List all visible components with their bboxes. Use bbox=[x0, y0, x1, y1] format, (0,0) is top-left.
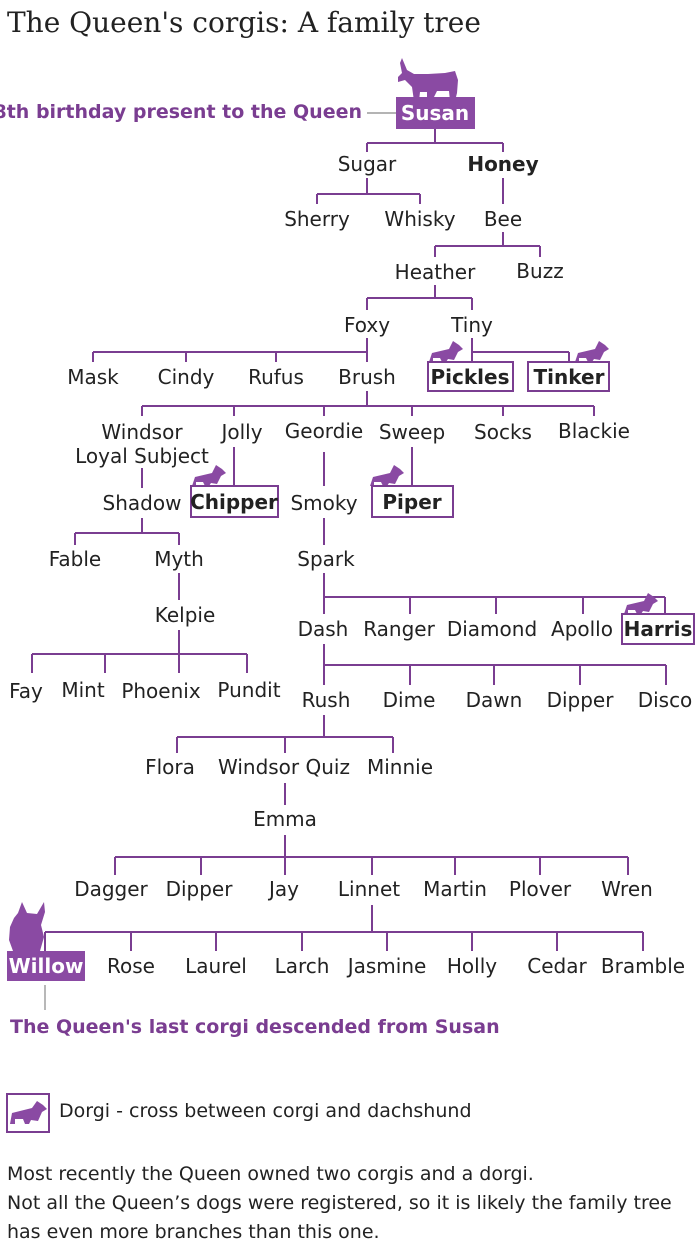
legend-dorgi-swatch bbox=[6, 1093, 50, 1133]
dog-name-fable: Fable bbox=[49, 547, 101, 571]
corgi-icon bbox=[9, 902, 45, 951]
dorgi-icon bbox=[10, 1101, 47, 1124]
dog-name-foxy: Foxy bbox=[344, 313, 390, 337]
tree-connectors bbox=[31, 112, 667, 1010]
dog-name-sherry: Sherry bbox=[284, 207, 350, 231]
dog-name-linnet: Linnet bbox=[338, 877, 400, 901]
dog-name-windsor: Windsor bbox=[101, 420, 183, 444]
dog-name-geordie: Geordie bbox=[285, 419, 363, 443]
dog-name-phoenix: Phoenix bbox=[121, 679, 201, 703]
dog-name-cedar: Cedar bbox=[527, 954, 587, 978]
dorgi-icon bbox=[370, 465, 404, 486]
dog-name-piper: Piper bbox=[382, 490, 441, 514]
dog-name-rose: Rose bbox=[107, 954, 155, 978]
corgi-icon bbox=[398, 58, 458, 101]
dog-name-minnie: Minnie bbox=[367, 755, 433, 779]
harris-box bbox=[621, 613, 695, 645]
page-title: The Queen's corgis: A family tree bbox=[7, 6, 481, 39]
dog-name-bee: Bee bbox=[484, 207, 522, 231]
dog-name-dash: Dash bbox=[298, 617, 349, 641]
dorgi-icon bbox=[575, 341, 609, 362]
dog-name-whisky: Whisky bbox=[384, 207, 455, 231]
dog-name-tinker: Tinker bbox=[534, 365, 605, 389]
dog-name-pickles: Pickles bbox=[431, 365, 510, 389]
tinker-box bbox=[527, 361, 610, 392]
dog-name-jay: Jay bbox=[267, 877, 299, 901]
dog-name-diamond: Diamond bbox=[447, 617, 537, 641]
dog-name-dipper-2: Dipper bbox=[166, 877, 234, 901]
dog-name-smoky: Smoky bbox=[290, 491, 357, 515]
willow-box bbox=[7, 951, 85, 981]
dog-name-myth: Myth bbox=[154, 547, 204, 571]
dog-name-honey: Honey bbox=[467, 152, 538, 176]
dog-name-dime: Dime bbox=[383, 688, 436, 712]
dog-name-rufus: Rufus bbox=[248, 365, 304, 389]
dog-name-sugar: Sugar bbox=[338, 152, 397, 176]
pickles-box bbox=[427, 361, 514, 392]
dog-name-plover: Plover bbox=[509, 877, 572, 901]
dog-name-jolly: Jolly bbox=[219, 420, 262, 444]
dog-name-windsor-quiz: Windsor Quiz bbox=[218, 755, 350, 779]
dog-name-cindy: Cindy bbox=[158, 365, 215, 389]
footnote-line-1: Most recently the Queen owned two corgis… bbox=[7, 1163, 534, 1185]
dog-name-socks: Socks bbox=[474, 420, 532, 444]
dog-name-apollo: Apollo bbox=[551, 617, 613, 641]
dog-name-willow: Willow bbox=[9, 954, 84, 978]
dog-name-mint: Mint bbox=[61, 678, 104, 702]
dorgi-icon bbox=[192, 465, 226, 486]
dog-name-pundit: Pundit bbox=[217, 678, 280, 702]
dog-name-rush: Rush bbox=[302, 688, 351, 712]
dog-name-buzz: Buzz bbox=[516, 259, 563, 283]
dorgi-icon bbox=[624, 593, 658, 614]
dog-name-laurel: Laurel bbox=[185, 954, 247, 978]
dog-name-ranger: Ranger bbox=[363, 617, 435, 641]
legend-dorgi-label: Dorgi - cross between corgi and dachshun… bbox=[59, 1100, 472, 1122]
dog-name-disco: Disco bbox=[638, 688, 693, 712]
dog-name-wren: Wren bbox=[601, 877, 653, 901]
dog-name-dawn: Dawn bbox=[466, 688, 523, 712]
dog-name-kelpie: Kelpie bbox=[155, 603, 216, 627]
dog-name-bramble: Bramble bbox=[601, 954, 685, 978]
footnote: Most recently the Queen owned two corgis… bbox=[7, 1160, 687, 1247]
dog-name-martin: Martin bbox=[423, 877, 487, 901]
susan-box bbox=[396, 97, 475, 129]
dog-name-tiny: Tiny bbox=[450, 313, 493, 337]
dog-name-shadow: Shadow bbox=[103, 491, 182, 515]
dog-name-holly: Holly bbox=[447, 954, 497, 978]
dorgi-icon bbox=[429, 341, 463, 362]
dog-name-jasmine: Jasmine bbox=[346, 954, 427, 978]
dog-name-chipper: Chipper bbox=[190, 490, 278, 514]
piper-box bbox=[371, 485, 454, 518]
dog-name-dipper: Dipper bbox=[547, 688, 615, 712]
susan-annotation: 18th birthday present to the Queen bbox=[0, 101, 362, 123]
dog-name-sweep: Sweep bbox=[379, 420, 445, 444]
dog-name-larch: Larch bbox=[275, 954, 330, 978]
dog-name-loyal-subject: Loyal Subject bbox=[75, 444, 209, 468]
dog-name-fay: Fay bbox=[9, 679, 43, 703]
dog-name-emma: Emma bbox=[253, 807, 317, 831]
willow-annotation: The Queen's last corgi descended from Su… bbox=[10, 1016, 500, 1038]
dog-name-susan: Susan bbox=[401, 101, 469, 125]
dog-name-mask: Mask bbox=[67, 365, 119, 389]
dog-name-harris: Harris bbox=[624, 617, 693, 641]
chipper-box bbox=[190, 485, 279, 518]
dog-name-blackie: Blackie bbox=[558, 419, 630, 443]
dog-name-spark: Spark bbox=[297, 547, 355, 571]
dog-name-dagger: Dagger bbox=[74, 877, 148, 901]
dog-name-flora: Flora bbox=[145, 755, 195, 779]
dog-name-heather: Heather bbox=[395, 260, 476, 284]
footnote-line-2: Not all the Queen’s dogs were registered… bbox=[7, 1192, 672, 1243]
dog-name-brush: Brush bbox=[338, 365, 396, 389]
